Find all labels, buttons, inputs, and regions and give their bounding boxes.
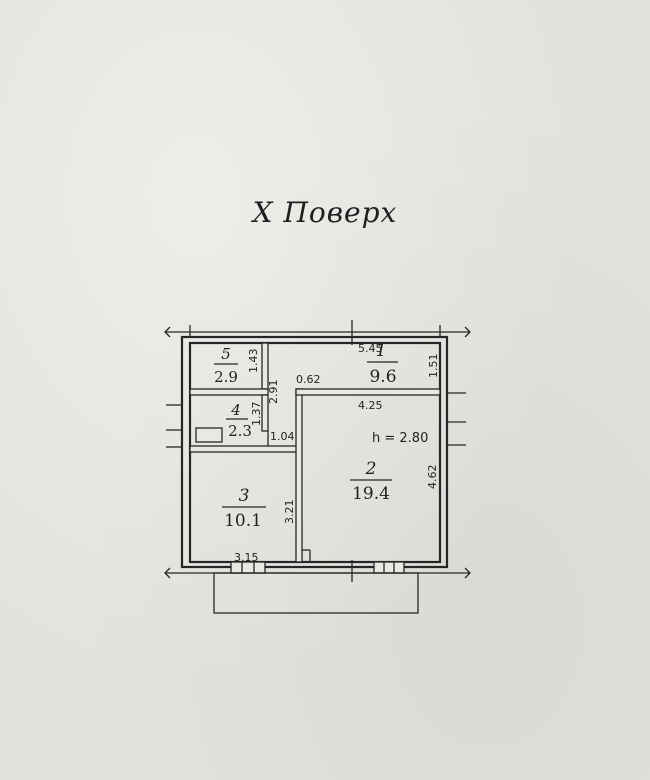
room-1: 1 9.6: [367, 341, 398, 387]
room-2-area: 19.4: [352, 484, 390, 504]
floor-title: X Поверх: [252, 196, 398, 229]
dim-1-37: 1.37: [250, 402, 263, 427]
balcony: [213, 572, 419, 614]
dim-0-62: 0.62: [296, 373, 321, 386]
room-3-area: 10.1: [224, 511, 262, 531]
room-3: 3 10.1: [222, 486, 266, 531]
room-4: 4 2.3: [226, 401, 252, 440]
room-5-number: 5: [221, 345, 231, 363]
dim-3-15: 3.15: [234, 551, 259, 564]
room-2-number: 2: [365, 459, 377, 479]
room-5: 5 2.9: [214, 345, 238, 386]
dim-4-25: 4.25: [358, 399, 383, 412]
dim-1-43: 1.43: [247, 349, 260, 374]
room-5-area: 2.9: [214, 368, 238, 386]
dim-4-62: 4.62: [426, 465, 439, 490]
dim-1-04: 1.04: [270, 430, 295, 443]
ceiling-height: h = 2.80: [372, 431, 428, 446]
dim-2-91: 2.91: [267, 380, 280, 405]
room-4-number: 4: [230, 401, 241, 419]
room-1-number: 1: [376, 341, 387, 361]
room-3-number: 3: [239, 486, 250, 506]
room-4-area: 2.3: [228, 422, 252, 440]
room-2: 2 19.4: [350, 459, 392, 504]
dim-3-21: 3.21: [283, 500, 296, 525]
dim-1-51: 1.51: [427, 354, 440, 379]
dim-5-45: 5.45: [358, 342, 383, 355]
interior-walls: [189, 342, 441, 563]
room-1-area: 9.6: [369, 367, 396, 387]
dimension-labels: 5.45 1.51 1.43 2.91 0.62 4.25 1.37 1.04 …: [234, 342, 440, 564]
